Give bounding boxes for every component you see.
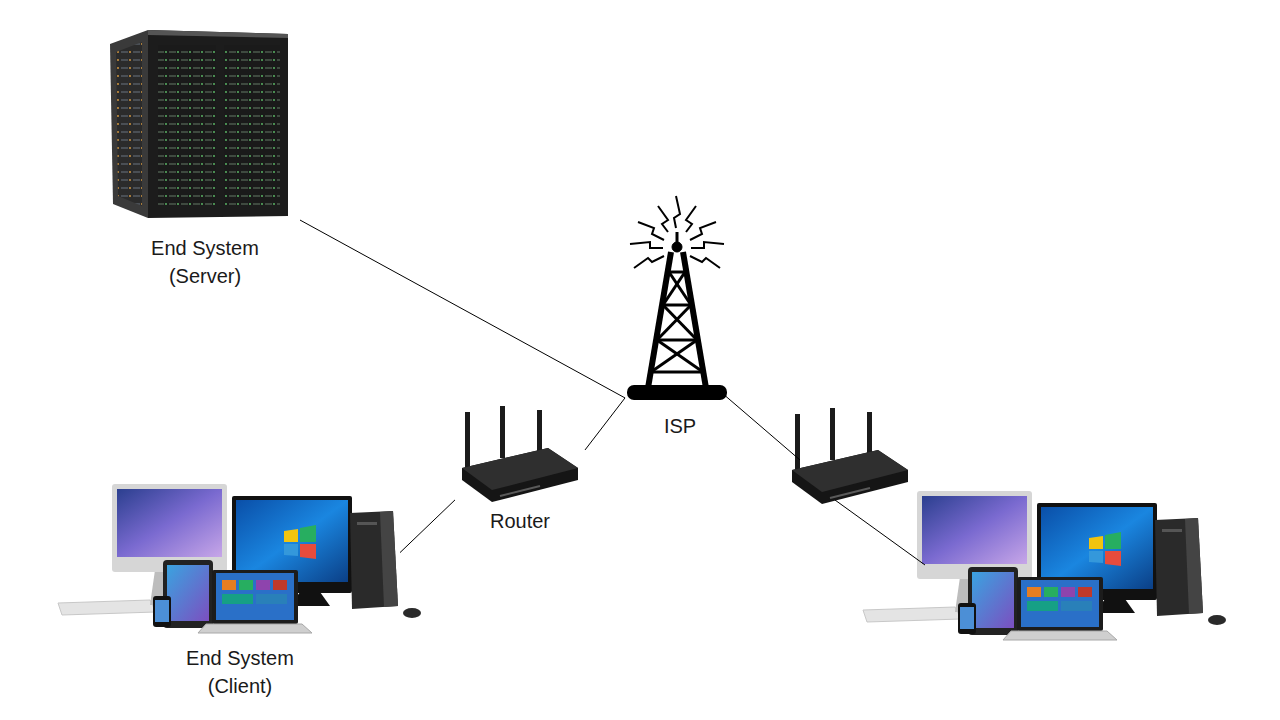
illustration-part xyxy=(148,30,288,38)
link-line xyxy=(585,398,625,450)
network-link xyxy=(300,220,625,398)
illustration-part xyxy=(651,340,697,372)
link-line xyxy=(835,500,925,565)
illustration-part xyxy=(663,304,691,307)
router-icon xyxy=(462,406,578,502)
illustration-part xyxy=(634,256,664,268)
link-line xyxy=(400,500,455,553)
server-rack xyxy=(110,30,288,218)
link-line xyxy=(300,220,625,398)
illustration-part xyxy=(658,206,668,232)
device-group xyxy=(863,491,1226,640)
device-group xyxy=(58,484,421,633)
illustration-part xyxy=(116,42,142,206)
illustration-part xyxy=(672,242,682,252)
illustration-part xyxy=(657,340,703,372)
illustration-part xyxy=(630,242,663,248)
illustration-part xyxy=(674,196,680,228)
illustration-part xyxy=(691,242,724,248)
illustration-part xyxy=(686,206,696,232)
isp-tower xyxy=(627,196,727,400)
network-link xyxy=(400,500,455,553)
link-line xyxy=(722,393,800,460)
node-label: Router xyxy=(490,507,550,535)
illustration-part xyxy=(690,222,716,240)
illustration-part xyxy=(224,45,280,205)
illustration-part xyxy=(651,371,703,374)
node-label: ISP xyxy=(664,412,696,440)
illustration-part xyxy=(690,256,720,268)
client-node: End System (Client) xyxy=(80,480,400,700)
illustration-part xyxy=(110,30,148,218)
illustration-part xyxy=(627,385,727,400)
isp-node: ISP xyxy=(625,185,735,440)
illustration-part xyxy=(657,339,697,342)
router-node: Router xyxy=(455,405,585,535)
router-icon xyxy=(792,408,908,504)
network-link xyxy=(585,398,625,450)
illustration-part xyxy=(663,272,685,305)
node-label: End System (Server) xyxy=(135,234,275,290)
illustration-part xyxy=(663,305,697,340)
illustration-part xyxy=(657,305,691,340)
server-node: End System (Server) xyxy=(110,25,300,290)
node-label: End System (Client) xyxy=(165,644,315,700)
illustration-part xyxy=(158,45,216,205)
illustration-part xyxy=(638,222,664,240)
illustration-part xyxy=(148,30,288,218)
